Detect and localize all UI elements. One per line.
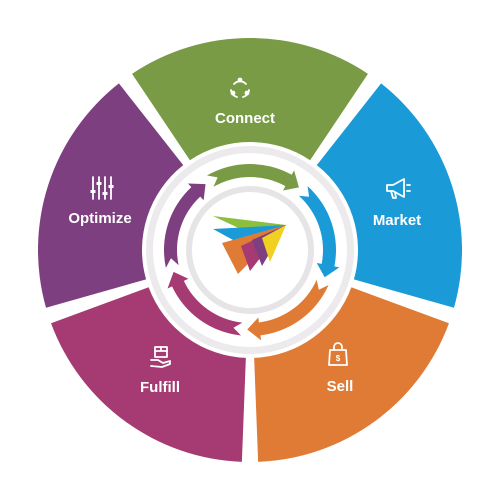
sliders-icon: [90, 176, 114, 200]
connect-cycle-icon: [230, 77, 250, 98]
label-market: Market: [373, 212, 421, 229]
inner-cycle-arrows: [164, 164, 340, 341]
arrow-connect: [207, 164, 299, 191]
megaphone-icon: [386, 178, 411, 199]
segment-sell: [254, 287, 449, 462]
label-optimize: Optimize: [68, 210, 131, 227]
label-fulfill: Fulfill: [140, 379, 180, 396]
label-sell: Sell: [327, 378, 354, 395]
multicolor-arrow-logo: [213, 216, 286, 274]
label-connect: Connect: [215, 110, 275, 127]
segment-connect: [132, 37, 368, 161]
shopping-bag-icon: $: [328, 342, 348, 366]
arrow-fulfill: [167, 271, 243, 336]
arrow-sell: [247, 279, 329, 341]
svg-text:$: $: [336, 354, 341, 363]
arrow-optimize: [164, 183, 206, 268]
arrow-market: [298, 186, 340, 278]
segment-market: [316, 83, 462, 308]
package-hand-icon: [150, 346, 171, 368]
segment-fulfill: [51, 287, 246, 462]
